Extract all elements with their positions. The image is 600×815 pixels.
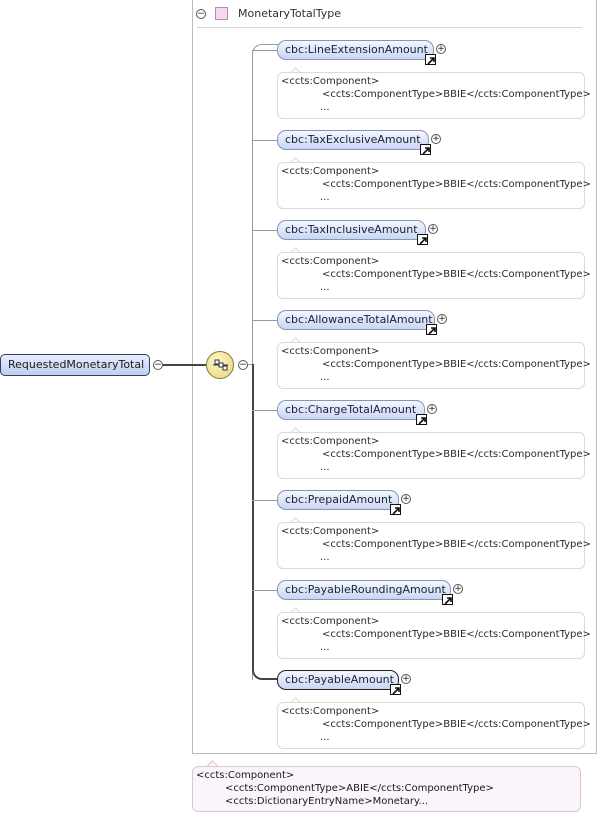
reference-arrow-icon: [425, 54, 436, 65]
element-documentation: <ccts:Component> <ccts:ComponentType>BBIE…: [277, 522, 591, 569]
element-line-extension-amount[interactable]: cbc:LineExtensionAmount: [277, 40, 434, 60]
branch-line: [252, 140, 278, 141]
element-documentation: <ccts:Component> <ccts:ComponentType>BBIE…: [277, 252, 591, 299]
sequence-bracket: [252, 44, 280, 680]
doc-line: <ccts:Component>: [281, 346, 380, 357]
doc-line: <ccts:Component>: [281, 76, 380, 87]
expand-button[interactable]: +: [401, 674, 411, 684]
root-element[interactable]: RequestedMonetaryTotal: [0, 354, 150, 376]
element-documentation: <ccts:Component> <ccts:ComponentType>BBIE…: [277, 612, 591, 659]
type-header-divider: [197, 27, 582, 28]
element-tax-inclusive-amount[interactable]: cbc:TaxInclusiveAmount: [277, 220, 426, 240]
doc-line: <ccts:ComponentType>BBIE</ccts:Component…: [322, 449, 591, 460]
branch-line: [252, 410, 278, 411]
doc-line: <ccts:Component>: [281, 526, 380, 537]
reference-arrow-icon: [442, 594, 453, 605]
type-collapse-button[interactable]: −: [196, 9, 206, 19]
type-documentation: <ccts:Component> <ccts:ComponentType>ABI…: [192, 766, 581, 812]
doc-line: <ccts:Component>: [281, 436, 380, 447]
branch-line: [252, 500, 278, 501]
complex-type-icon: [215, 7, 228, 20]
element-documentation: <ccts:Component> <ccts:ComponentType>BBIE…: [277, 432, 591, 479]
doc-line: <ccts:ComponentType>BBIE</ccts:Component…: [322, 629, 591, 640]
doc-line: ...: [320, 192, 330, 203]
doc-line: ...: [320, 102, 330, 113]
branch-line: [252, 50, 278, 51]
doc-line: <ccts:ComponentType>BBIE</ccts:Component…: [322, 359, 591, 370]
reference-arrow-icon: [420, 144, 431, 155]
branch-line: [252, 590, 278, 591]
selected-path-connector: [252, 364, 280, 680]
expand-button[interactable]: +: [401, 494, 411, 504]
element-documentation: <ccts:Component> <ccts:ComponentType>BBIE…: [277, 162, 591, 209]
root-collapse-button[interactable]: −: [153, 360, 163, 370]
expand-button[interactable]: +: [437, 314, 447, 324]
sequence-collapse-button[interactable]: −: [238, 360, 248, 370]
element-payable-amount[interactable]: cbc:PayableAmount: [277, 670, 399, 690]
reference-arrow-icon: [426, 324, 437, 335]
type-title: MonetaryTotalType: [238, 7, 342, 20]
doc-line: <ccts:Component>: [281, 706, 380, 717]
element-documentation: <ccts:Component> <ccts:ComponentType>BBIE…: [277, 702, 591, 749]
doc-line: <ccts:Component>: [281, 166, 380, 177]
doc-line: ...: [320, 642, 330, 653]
branch-line: [252, 230, 278, 231]
branch-line: [252, 320, 278, 321]
doc-line: <ccts:DictionaryEntryName>Monetary...: [225, 796, 429, 807]
doc-line: ...: [320, 282, 330, 293]
doc-line: ...: [320, 462, 330, 473]
expand-button[interactable]: +: [428, 224, 438, 234]
reference-arrow-icon: [416, 414, 427, 425]
sequence-bracket-stub: [248, 364, 252, 365]
element-allowance-total-amount[interactable]: cbc:AllowanceTotalAmount: [277, 310, 435, 330]
element-prepaid-amount[interactable]: cbc:PrepaidAmount: [277, 490, 399, 510]
doc-line: <ccts:Component>: [281, 256, 380, 267]
doc-line: <ccts:ComponentType>BBIE</ccts:Component…: [322, 269, 591, 280]
element-payable-rounding-amount[interactable]: cbc:PayableRoundingAmount: [277, 580, 451, 600]
element-documentation: <ccts:Component> <ccts:ComponentType>BBIE…: [277, 342, 591, 389]
doc-line: ...: [320, 552, 330, 563]
doc-line: <ccts:ComponentType>ABIE</ccts:Component…: [225, 783, 494, 794]
doc-line: ...: [320, 372, 330, 383]
expand-button[interactable]: +: [436, 44, 446, 54]
doc-line: ...: [320, 732, 330, 743]
reference-arrow-icon: [417, 234, 428, 245]
reference-arrow-icon: [390, 504, 401, 515]
reference-arrow-icon: [390, 684, 401, 695]
doc-line: <ccts:Component>: [196, 770, 295, 781]
element-tax-exclusive-amount[interactable]: cbc:TaxExclusiveAmount: [277, 130, 429, 150]
element-documentation: <ccts:Component> <ccts:ComponentType>BBIE…: [277, 72, 591, 119]
sequence-icon: [213, 359, 228, 371]
doc-line: <ccts:ComponentType>BBIE</ccts:Component…: [322, 719, 591, 730]
doc-line: <ccts:ComponentType>BBIE</ccts:Component…: [322, 89, 591, 100]
expand-button[interactable]: +: [453, 584, 463, 594]
doc-line: <ccts:ComponentType>BBIE</ccts:Component…: [322, 179, 591, 190]
expand-button[interactable]: +: [427, 404, 437, 414]
doc-line: <ccts:ComponentType>BBIE</ccts:Component…: [322, 539, 591, 550]
doc-line: <ccts:Component>: [281, 616, 380, 627]
expand-button[interactable]: +: [431, 134, 441, 144]
root-connector: [163, 364, 206, 366]
element-charge-total-amount[interactable]: cbc:ChargeTotalAmount: [277, 400, 425, 420]
